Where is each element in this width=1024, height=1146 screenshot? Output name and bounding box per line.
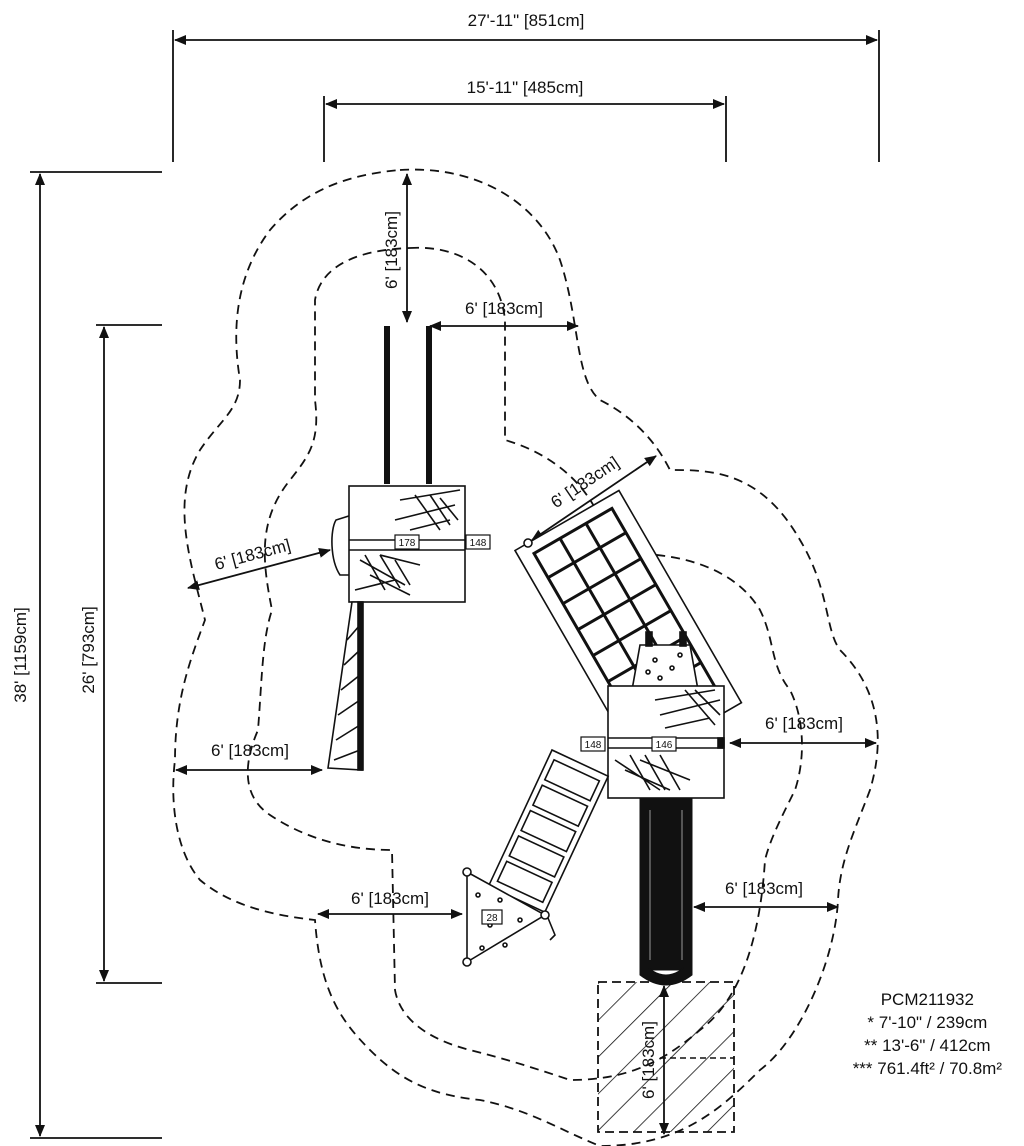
overall-height-label: 38' [1159cm] xyxy=(11,607,30,703)
svg-text:148: 148 xyxy=(585,740,602,751)
safety-dimension-bottom-left: 6' [183cm] xyxy=(317,889,463,919)
safety-dimension-left-upper: 6' [183cm] xyxy=(187,535,331,590)
extension-lines xyxy=(30,30,880,1139)
inner-height-dimension: 26' [793cm] xyxy=(79,326,109,982)
inner-width-dimension: 15'-11" [485cm] xyxy=(325,78,725,109)
inner-width-label: 15'-11" [485cm] xyxy=(467,78,584,97)
tag-148-lower: 148 xyxy=(580,736,606,752)
svg-text:6' [183cm]: 6' [183cm] xyxy=(212,535,292,574)
model-number: PCM211932 xyxy=(880,990,974,1009)
tag-146: 146 xyxy=(651,736,677,752)
info-line-2: ** 13'-6" / 412cm xyxy=(864,1036,991,1055)
info-line-3: *** 761.4ft² / 70.8m² xyxy=(852,1059,1002,1078)
svg-text:6' [183cm]: 6' [183cm] xyxy=(725,879,803,898)
product-info-block: PCM211932 * 7'-10" / 239cm ** 13'-6" / 4… xyxy=(853,988,1002,1080)
safety-dimension-left-lower: 6' [183cm] xyxy=(175,741,323,775)
overall-height-dimension: 38' [1159cm] xyxy=(11,173,45,1137)
outer-use-zone-boundary xyxy=(172,168,879,1146)
upper-deck xyxy=(331,485,466,603)
svg-text:178: 178 xyxy=(399,538,416,549)
safety-dimension-right-middle: 6' [183cm] xyxy=(729,714,877,748)
safety-dimension-top-vertical: 6' [183cm] xyxy=(382,173,412,323)
svg-text:28: 28 xyxy=(486,913,498,924)
overall-width-label: 27'-11" [851cm] xyxy=(468,11,585,30)
info-line-1: * 7'-10" / 239cm xyxy=(867,1013,988,1032)
tube-slide xyxy=(639,797,693,986)
svg-text:6' [183cm]: 6' [183cm] xyxy=(382,211,401,289)
tag-148-upper: 148 xyxy=(465,534,491,550)
inner-height-label: 26' [793cm] xyxy=(79,606,98,693)
straight-slide xyxy=(327,601,364,771)
safety-dimension-top-horizontal: 6' [183cm] xyxy=(429,299,579,331)
svg-text:148: 148 xyxy=(470,538,487,549)
inner-use-zone-boundary xyxy=(246,246,803,1081)
tag-28: 28 xyxy=(481,909,503,925)
svg-text:6' [183cm]: 6' [183cm] xyxy=(465,299,543,318)
fire-pole-posts xyxy=(384,326,432,484)
step-ladder xyxy=(487,748,610,914)
svg-text:146: 146 xyxy=(656,740,673,751)
overall-width-dimension: 27'-11" [851cm] xyxy=(174,11,878,45)
safety-dimension-right-lower: 6' [183cm] xyxy=(693,879,839,912)
slide-exit-zone xyxy=(597,981,735,1133)
svg-text:6' [183cm]: 6' [183cm] xyxy=(765,714,843,733)
svg-text:6' [183cm]: 6' [183cm] xyxy=(351,889,429,908)
safety-dimension-slide-exit: 6' [183cm] xyxy=(639,985,669,1135)
tag-178: 178 xyxy=(394,534,420,550)
svg-text:6' [183cm]: 6' [183cm] xyxy=(639,1021,658,1099)
svg-text:6' [183cm]: 6' [183cm] xyxy=(211,741,289,760)
